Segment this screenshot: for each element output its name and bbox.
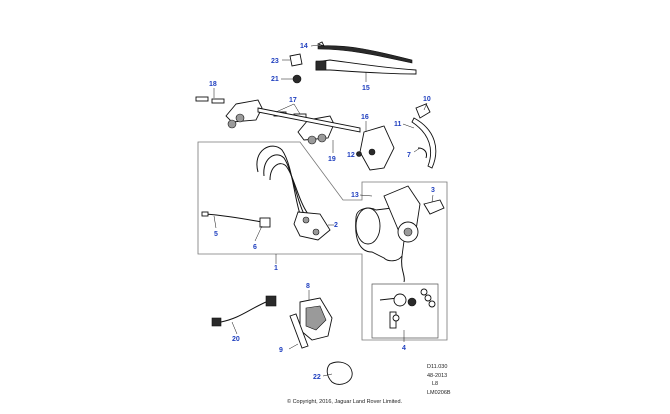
leader-lines	[213, 44, 434, 377]
callout-5: 5	[214, 231, 218, 238]
ref-line-1: D11.030	[427, 364, 447, 370]
connector-harness	[211, 295, 277, 327]
callout-2: 2	[334, 222, 338, 229]
connector-lead	[201, 211, 271, 228]
callout-17: 17	[289, 97, 297, 104]
reference-block: D11.030 48-2013 L8 LM0206B	[427, 364, 451, 396]
gear-kit	[371, 283, 439, 339]
callout-10: 10	[423, 96, 431, 103]
callout-18: 18	[209, 81, 217, 88]
harness-bracket	[411, 103, 437, 169]
callout-23: 23	[271, 58, 279, 65]
callout-20: 20	[232, 336, 240, 343]
callout-6: 6	[253, 244, 257, 251]
grommet	[326, 361, 353, 385]
ref-line-3: L8	[432, 381, 438, 387]
callouts: 14 23 21 15 18 17 10 16 11 7 12 19 13 3 …	[209, 43, 435, 381]
ref-line-2: 48-2013	[427, 373, 447, 379]
callout-8: 8	[306, 283, 310, 290]
callout-16: 16	[361, 114, 369, 121]
callout-21: 21	[271, 76, 279, 83]
callout-7: 7	[407, 152, 411, 159]
washer	[356, 151, 362, 157]
harness-loops	[256, 145, 309, 215]
callout-14: 14	[300, 43, 308, 50]
mounting-plate	[293, 211, 331, 241]
wiper-arm	[315, 59, 417, 75]
callout-15: 15	[362, 85, 370, 92]
pins	[195, 96, 225, 104]
callout-22: 22	[313, 374, 321, 381]
left-pivot	[225, 99, 263, 129]
callout-3: 3	[431, 187, 435, 194]
callout-19: 19	[328, 156, 336, 163]
assembly-outline	[197, 141, 448, 341]
cap-nut	[289, 53, 303, 67]
copyright: © Copyright, 2016, Jaguar Land Rover Lim…	[287, 398, 403, 405]
callout-4: 4	[402, 345, 406, 352]
wiper-motor	[355, 185, 421, 283]
crank-arm	[359, 125, 395, 171]
clip	[423, 199, 445, 215]
switch-unit	[289, 297, 333, 349]
callout-11: 11	[394, 121, 402, 128]
callout-12: 12	[347, 152, 355, 159]
nut	[292, 74, 302, 84]
wiper-blade	[316, 41, 413, 64]
callout-9: 9	[279, 347, 283, 354]
callout-1: 1	[274, 265, 278, 272]
linkage-rod	[257, 107, 361, 133]
ref-line-4: LM0206B	[427, 390, 451, 396]
callout-13: 13	[351, 192, 359, 199]
